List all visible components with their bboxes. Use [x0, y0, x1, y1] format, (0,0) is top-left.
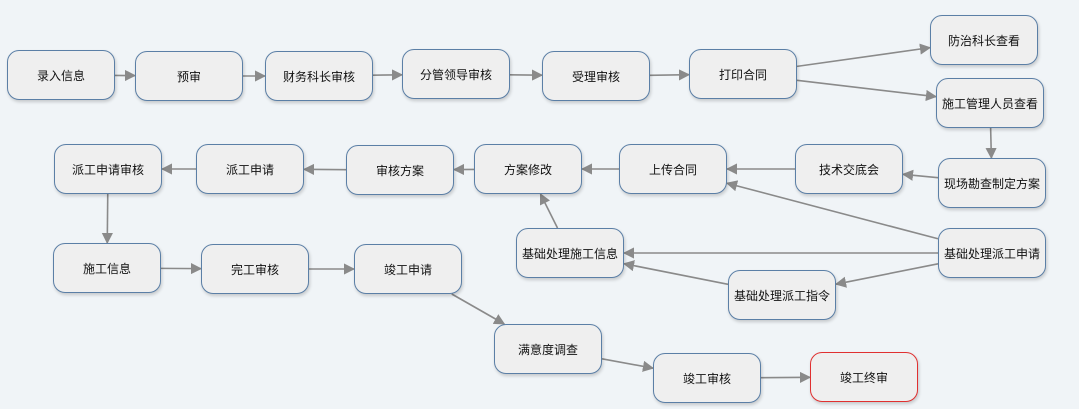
node-shigongxinxi[interactable]: 施工信息	[53, 243, 161, 293]
node-jungongshenqing[interactable]: 竣工申请	[354, 244, 462, 294]
node-wangong[interactable]: 完工审核	[201, 244, 309, 294]
edge-xianchang-to-jishu	[901, 169, 939, 181]
node-paigongshenqing[interactable]: 派工申请	[196, 144, 304, 194]
edge-jichuzhiling-to-jichushigong	[622, 260, 729, 286]
edge-jichushigong-to-fangan	[539, 192, 559, 229]
node-paigongshenhe[interactable]: 派工申请审核	[54, 144, 162, 194]
node-dayin[interactable]: 打印合同	[689, 49, 797, 99]
node-caiwu[interactable]: 财务科长审核	[265, 51, 373, 101]
edge-dayin-to-fangzhi	[796, 43, 932, 68]
node-shigongguanli[interactable]: 施工管理人员查看	[936, 78, 1044, 128]
node-luru[interactable]: 录入信息	[7, 50, 115, 100]
node-fangan[interactable]: 方案修改	[474, 144, 582, 194]
node-fenguan[interactable]: 分管领导审核	[402, 49, 510, 99]
node-shangchuan[interactable]: 上传合同	[619, 144, 727, 194]
edge-shouli-to-dayin	[649, 69, 691, 81]
node-xianchang[interactable]: 现场勘查制定方案	[938, 158, 1046, 208]
node-jungongshenhe[interactable]: 竣工审核	[653, 353, 761, 403]
edge-shigongguanli-to-xianchang	[985, 127, 997, 160]
edge-jungongshenqing-to-manyi	[451, 293, 506, 325]
node-shenhe[interactable]: 审核方案	[346, 145, 454, 195]
node-jichushigong[interactable]: 基础处理施工信息	[516, 228, 624, 278]
node-jishu[interactable]: 技术交底会	[795, 144, 903, 194]
node-jichupaigongshenqing[interactable]: 基础处理派工申请	[938, 228, 1046, 278]
edge-manyi-to-jungongshenhe	[601, 358, 655, 372]
node-fangzhi[interactable]: 防治科长查看	[930, 15, 1038, 65]
edge-jichupaigongshenqing-to-jichuzhiling	[834, 263, 939, 288]
node-jichuzhiling[interactable]: 基础处理派工指令	[728, 270, 836, 320]
node-yushen[interactable]: 预审	[135, 51, 243, 101]
node-jungongzhongshen[interactable]: 竣工终审	[810, 352, 918, 402]
edge-jichupaigongshenqing-to-shangchuan	[725, 180, 939, 240]
node-shouli[interactable]: 受理审核	[542, 51, 650, 101]
node-manyi[interactable]: 满意度调查	[494, 324, 602, 374]
edge-dayin-to-shigongguanli	[796, 79, 938, 102]
